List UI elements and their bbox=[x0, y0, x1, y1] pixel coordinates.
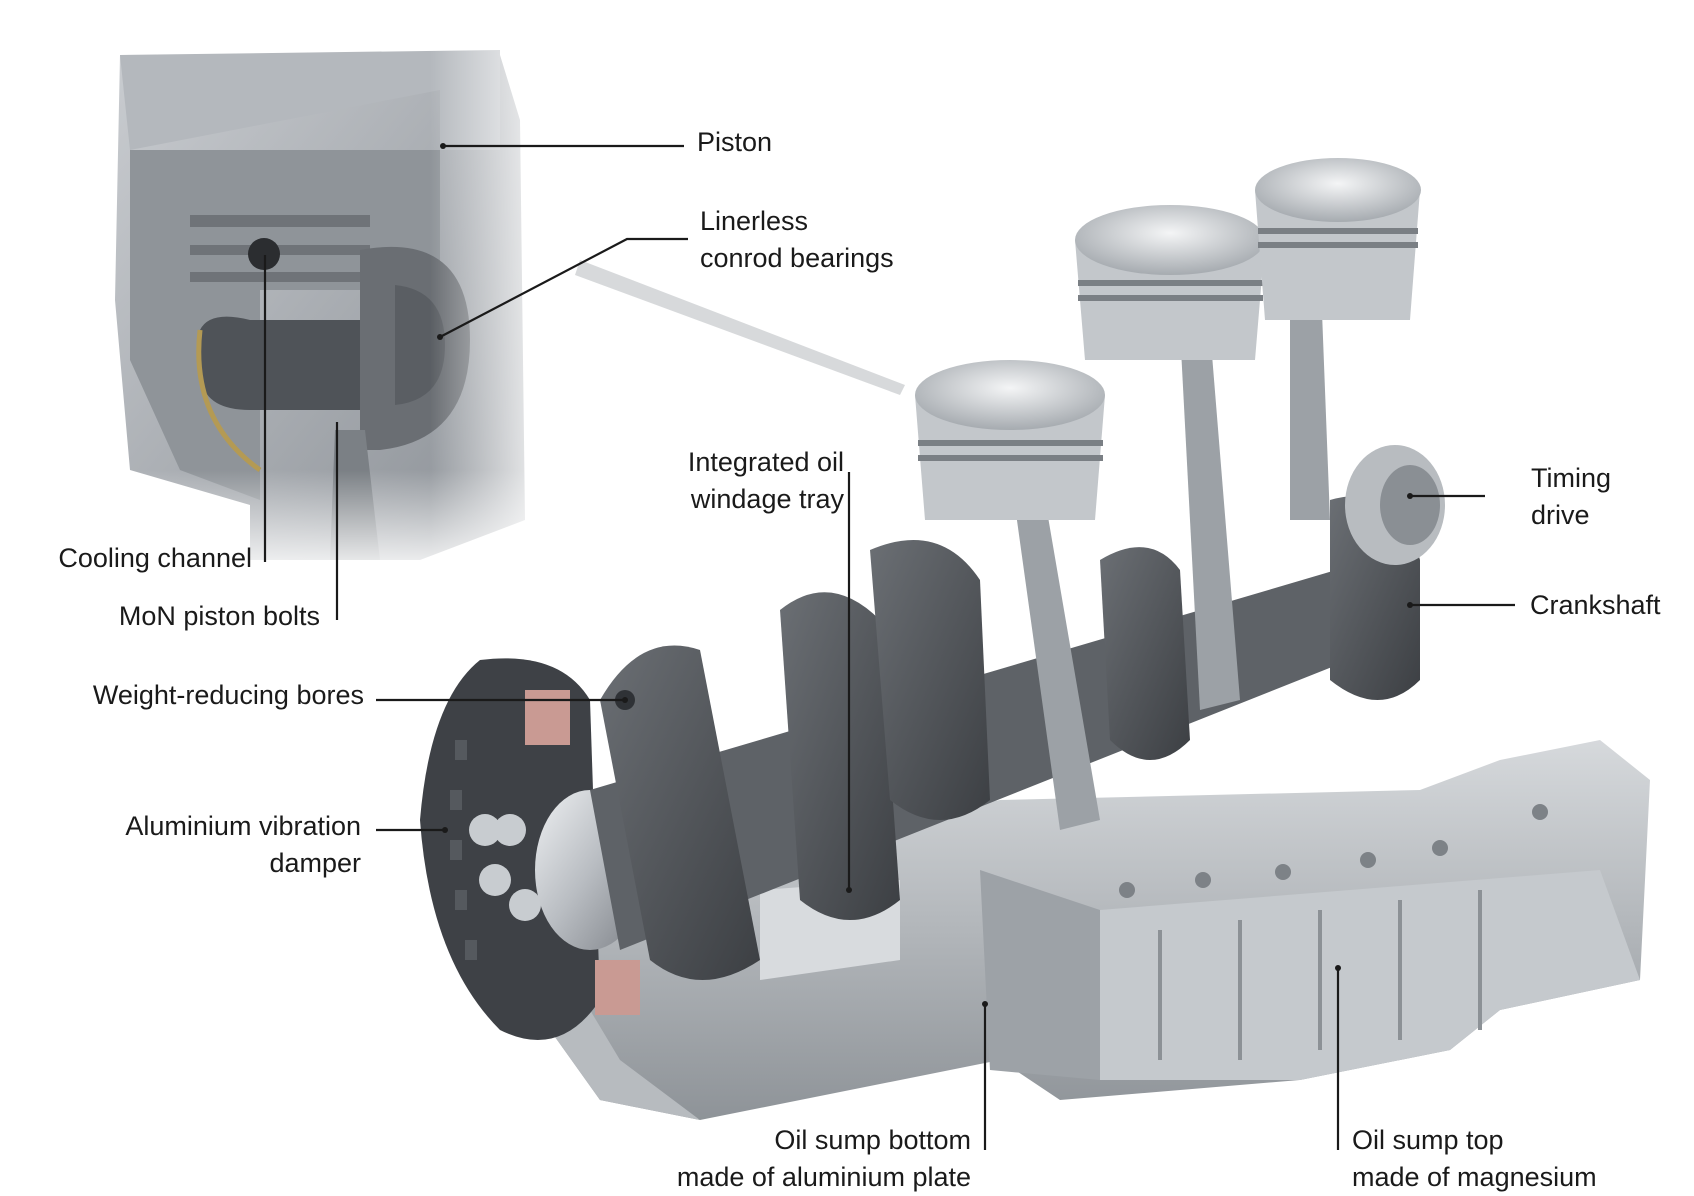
sump-bolt-holes bbox=[1119, 804, 1548, 898]
oil-sump bbox=[500, 740, 1650, 1120]
label-linerless-conrod-bearings: Linerless conrod bearings bbox=[700, 203, 894, 277]
label-line: made of magnesium bbox=[1352, 1162, 1597, 1192]
label-crankshaft-text: Crankshaft bbox=[1530, 590, 1661, 620]
label-line: Oil sump top bbox=[1352, 1125, 1504, 1155]
label-line: Timing bbox=[1531, 463, 1612, 493]
label-line: windage tray bbox=[690, 484, 844, 514]
label-weight-reducing-bores-text: Weight-reducing bores bbox=[92, 680, 364, 710]
zoom-cone bbox=[575, 260, 905, 395]
piston-ring-groove bbox=[190, 245, 370, 255]
conrod bbox=[1010, 470, 1100, 830]
piston-middle bbox=[1075, 205, 1265, 360]
label-line: Oil sump bottom bbox=[774, 1125, 971, 1155]
label-aluminium-vibration-damper: Aluminium vibration damper bbox=[60, 808, 361, 882]
cooling-channel-hole bbox=[248, 238, 280, 270]
label-oil-sump-bottom: Oil sump bottom made of aluminium plate bbox=[600, 1122, 971, 1196]
label-line: conrod bearings bbox=[700, 243, 894, 273]
vibration-damper bbox=[420, 658, 640, 1040]
conrod bbox=[1180, 330, 1240, 710]
leader-lines bbox=[263, 144, 1515, 1150]
label-line: made of aluminium plate bbox=[676, 1162, 971, 1192]
damper-pad bbox=[525, 690, 570, 745]
crank-web bbox=[600, 645, 760, 980]
label-piston-text: Piston bbox=[697, 127, 773, 157]
label-cooling-channel: Cooling channel bbox=[20, 540, 252, 577]
label-line: damper bbox=[269, 848, 361, 878]
bearing-bushing bbox=[196, 329, 262, 473]
label-mon-piston-bolts-text: MoN piston bolts bbox=[118, 601, 320, 631]
label-oil-sump-top: Oil sump top made of magnesium bbox=[1352, 1122, 1597, 1196]
label-crankshaft: Crankshaft bbox=[1530, 587, 1661, 624]
piston-pin bbox=[200, 316, 380, 410]
label-line: Linerless bbox=[700, 206, 809, 236]
label-timing-drive: Timing drive bbox=[1531, 460, 1611, 534]
label-piston: Piston bbox=[697, 124, 772, 161]
label-line: Aluminium vibration bbox=[125, 811, 361, 841]
piston-detail-inset bbox=[100, 40, 905, 580]
label-cooling-channel-text: Cooling channel bbox=[58, 543, 252, 573]
pistons-and-conrods bbox=[915, 158, 1421, 830]
piston-ring-groove bbox=[190, 215, 370, 227]
label-weight-reducing-bores: Weight-reducing bores bbox=[30, 677, 364, 714]
leader-dots bbox=[437, 143, 1413, 1007]
piston-front bbox=[915, 360, 1105, 520]
piston-ring-groove bbox=[190, 272, 370, 282]
label-line: drive bbox=[1531, 500, 1590, 530]
leader-linerless bbox=[439, 237, 688, 338]
label-line: Integrated oil bbox=[687, 447, 844, 477]
damper-pad bbox=[595, 960, 640, 1015]
label-mon-piston-bolts: MoN piston bolts bbox=[80, 598, 320, 635]
conrod bbox=[1290, 260, 1330, 520]
label-integrated-oil-windage-tray: Integrated oil windage tray bbox=[640, 444, 844, 518]
sump-ribs bbox=[1158, 890, 1482, 1060]
piston-rear bbox=[1255, 158, 1421, 320]
